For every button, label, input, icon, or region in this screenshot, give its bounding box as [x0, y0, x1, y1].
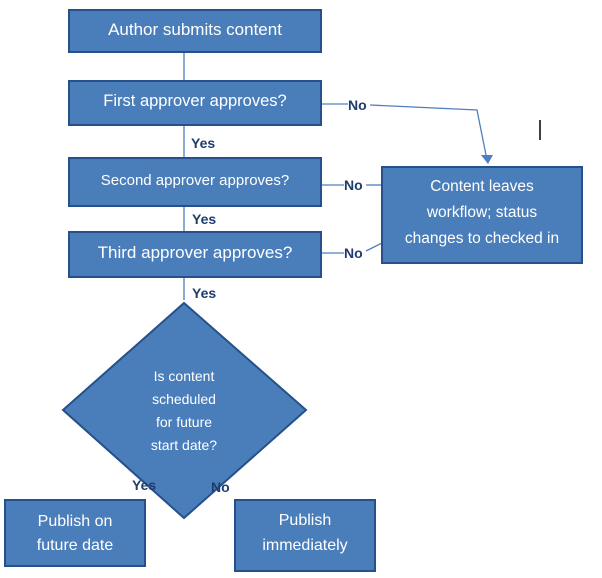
third-approver-box-text: Third approver approves?	[98, 243, 293, 262]
scheduled-diamond-text: Is content scheduled for future start date?	[151, 368, 217, 453]
box-text-line: scheduled	[152, 391, 216, 407]
box-text-line: Author submits content	[108, 20, 282, 39]
box-text-line: Publish on	[38, 513, 113, 530]
box-text-line: changes to checked in	[405, 230, 559, 247]
third-approver-box	[68, 231, 322, 278]
box-text-line: Is content	[154, 368, 215, 384]
no-label-second: No	[344, 177, 363, 193]
box-text-line: workflow; status	[426, 204, 538, 221]
box-text-line: First approver approves?	[103, 92, 286, 110]
publish-future-box-text: Publish on future date	[37, 513, 114, 554]
content-leaves-box	[381, 166, 583, 264]
box-text-line: future date	[37, 537, 114, 554]
box-text-line: Publish	[279, 512, 331, 529]
yes-label-first: Yes	[191, 135, 215, 151]
box-text-line: Second approver approves?	[101, 172, 289, 189]
second-approver-box	[68, 157, 322, 207]
box-text-line: start date?	[151, 437, 217, 453]
publish-future-box	[4, 499, 146, 567]
box-text-line: immediately	[262, 537, 347, 554]
first-approver-box-text: First approver approves?	[103, 92, 286, 110]
yes-label-second: Yes	[192, 211, 216, 227]
connector-first-no-to-leaves	[369, 104, 488, 161]
author-box-text: Author submits content	[108, 20, 282, 39]
publish-immediately-box-text: Publish immediately	[262, 512, 347, 554]
publish-immediately-box	[234, 499, 376, 572]
yes-label-third: Yes	[192, 285, 216, 301]
box-text-line: Content leaves	[430, 178, 534, 195]
box-text-line: for future	[156, 414, 212, 430]
arrowhead-leaves	[481, 155, 493, 164]
content-leaves-box-text: Content leaves workflow; status changes to…	[405, 178, 559, 247]
yes-label-scheduled: Yes	[132, 477, 156, 493]
no-label-third: No	[344, 245, 363, 261]
second-approver-box-text: Second approver approves?	[101, 172, 289, 189]
scheduled-diamond	[61, 301, 308, 520]
author-box	[68, 9, 322, 53]
no-label-first: No	[348, 97, 367, 113]
connector-third-no-to-leaves	[365, 242, 383, 252]
first-approver-box	[68, 80, 322, 126]
box-text-line: Third approver approves?	[98, 243, 293, 262]
no-label-scheduled: No	[211, 479, 230, 495]
